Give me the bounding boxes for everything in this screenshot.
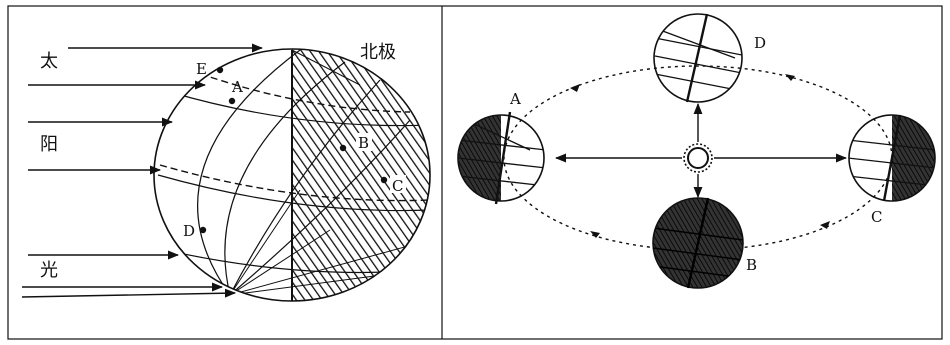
sunlight-char-3: 光: [40, 260, 58, 281]
point-e-label: E: [196, 60, 207, 78]
point-c-dot: [380, 176, 388, 184]
sun-icon: [683, 143, 713, 173]
position-a-label: A: [509, 90, 521, 108]
point-d-label: D: [183, 222, 195, 240]
earth-position-c: [848, 114, 936, 202]
sunlight-char-1: 太: [40, 51, 58, 72]
earth-position-a: [457, 111, 545, 205]
point-a-label: A: [231, 78, 243, 96]
position-b-label: B: [746, 256, 757, 274]
point-d-dot: [199, 226, 207, 234]
night-side: [292, 49, 430, 301]
north-pole-label: 北极: [360, 42, 396, 63]
point-e-dot: [216, 66, 224, 74]
point-b-label: B: [358, 134, 369, 152]
point-a-dot: [228, 97, 236, 105]
point-c-label: C: [392, 177, 403, 195]
earth-position-b: [652, 197, 744, 289]
sunlight-arrows: [21, 43, 264, 298]
left-panel-globe: 太 阳 光 北极 E A B C D: [21, 42, 431, 302]
outer-frame: [7, 5, 943, 340]
earth-position-d: [653, 13, 743, 103]
sunlight-char-2: 阳: [40, 134, 58, 155]
point-b-dot: [339, 144, 347, 152]
right-panel-orbit: A D C B: [457, 13, 936, 289]
position-d-label: D: [754, 34, 766, 52]
position-c-label: C: [871, 208, 882, 226]
